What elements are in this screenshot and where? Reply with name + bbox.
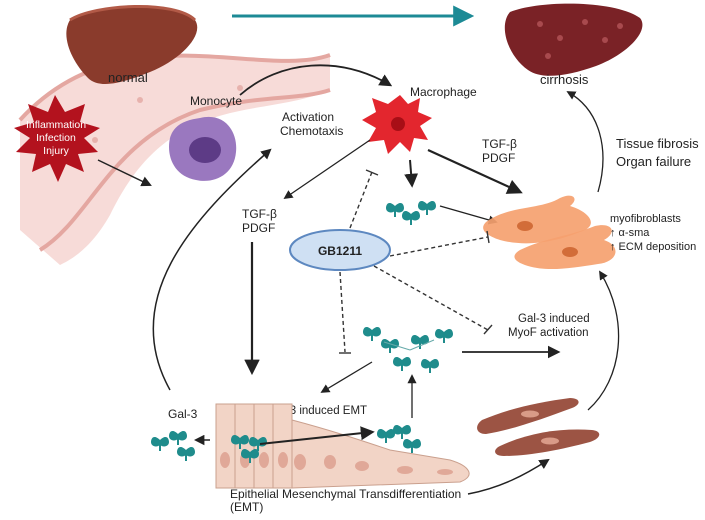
macrophage-label: Macrophage	[410, 85, 477, 99]
gal3-lattice-icon	[363, 326, 453, 373]
monocyte-to-macrophage-arrow	[239, 64, 393, 96]
trigger-infection: Infection	[36, 132, 76, 144]
myof-to-cirrhosis-arrow	[566, 91, 604, 193]
trigger-arrow	[97, 159, 152, 187]
lattice-to-emt-arrow	[320, 361, 373, 393]
gal3-to-myof-arrow	[439, 205, 498, 225]
epithelium-to-gal3-arrow	[259, 426, 375, 445]
gb1211-inhibition-lines	[339, 169, 493, 354]
trigger-inflammation: Inflammation	[26, 119, 86, 131]
mesenchymal-cells-icon	[477, 398, 600, 456]
macrophage-to-gal3-arrow	[404, 159, 419, 188]
blood-vessel	[18, 53, 331, 265]
monocyte-icon	[169, 116, 237, 181]
cirrhosis-label: cirrhosis	[540, 72, 589, 87]
spindle-to-myof-arrow	[587, 270, 620, 411]
epithelium-icon	[215, 403, 470, 489]
gal3-icon-top	[386, 200, 436, 225]
emt-to-spindle-arrow	[467, 458, 550, 495]
gb1211-drug-ellipse	[289, 229, 391, 271]
gal3-emt-label: Gal-3 induced EMT	[268, 405, 367, 417]
activation-label: Activation	[282, 110, 334, 124]
macrophage-icon	[362, 95, 432, 154]
gal3-loop-arrow	[152, 148, 272, 391]
normal-liver-icon	[66, 5, 198, 85]
myofibroblasts-label: myofibroblasts	[610, 213, 681, 225]
trigger-injury: Injury	[43, 145, 69, 157]
macrophage-to-tgf-left-arrow	[283, 139, 371, 200]
macrophage-to-myof-arrow	[427, 148, 523, 194]
myofibroblast-icon	[483, 195, 616, 270]
normal-label: normal	[108, 70, 148, 85]
emt-label-1: Epithelial Mesenchymal Transdifferentiat…	[230, 487, 461, 501]
pdgf-right-label: PDGF	[482, 151, 515, 165]
alpha-sma-label: ↑ α-sma	[610, 227, 650, 239]
gal3-icon-left	[151, 430, 195, 461]
tissue-fibrosis-label: Tissue fibrosis	[616, 136, 699, 151]
tgf-left-label: TGF-β	[242, 207, 277, 221]
pdgf-left-label: PDGF	[242, 221, 275, 235]
chemotaxis-label: Chemotaxis	[280, 124, 343, 138]
gal3-myof-label-1: Gal-3 induced	[518, 313, 590, 325]
monocyte-label: Monocyte	[190, 94, 242, 108]
trigger-star-icon	[14, 95, 100, 182]
emt-label-2: (EMT)	[230, 500, 263, 514]
organ-failure-label: Organ failure	[616, 154, 691, 169]
gal3-label: Gal-3	[168, 407, 198, 421]
gal3-myof-label-2: MyoF activation	[508, 327, 589, 339]
tgf-right-label: TGF-β	[482, 137, 517, 151]
gb1211-label: GB1211	[318, 244, 362, 258]
ecm-label: ↑ ECM deposition	[610, 241, 696, 253]
cirrhosis-liver-icon	[504, 3, 643, 76]
